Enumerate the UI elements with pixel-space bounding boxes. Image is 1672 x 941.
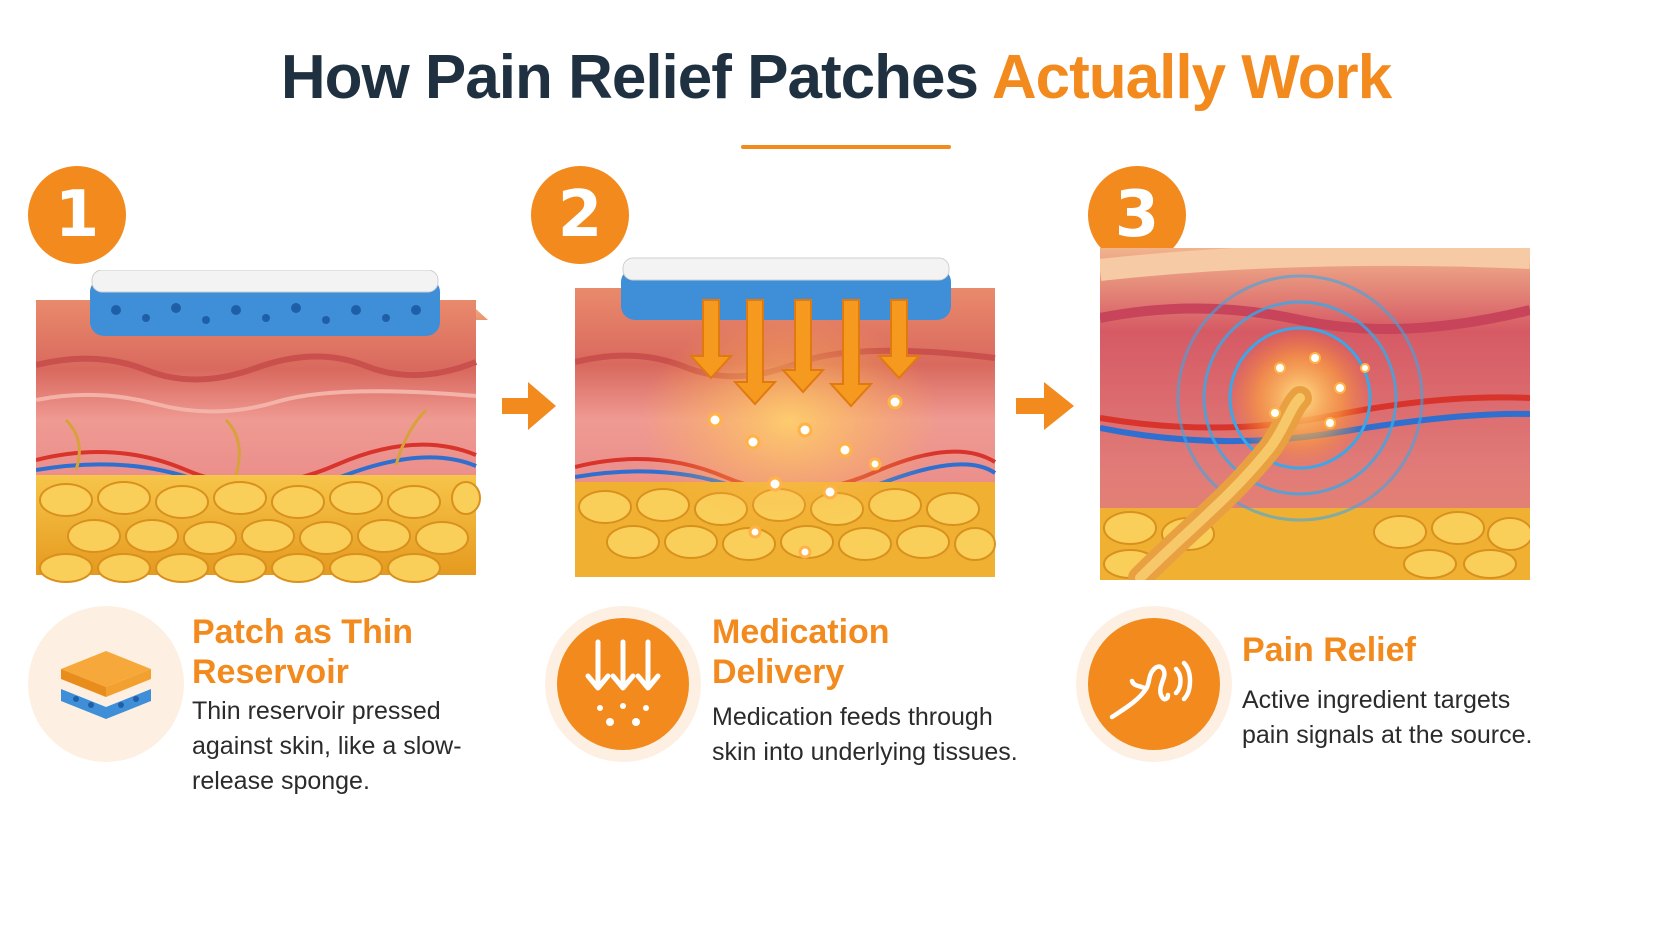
- step-1-heading: Patch as Thin Reservoir: [192, 613, 414, 691]
- step-1-description: Thin reservoir pressed against skin, lik…: [192, 697, 462, 795]
- step-3-description: Active ingredient targets pain signals a…: [1242, 686, 1533, 749]
- nerve-signal-icon: [1109, 660, 1193, 720]
- pain-relief-nerve-illustration: [1100, 248, 1530, 580]
- nerve-signal-icon-bg: [1088, 618, 1220, 750]
- down-arrows-icon: [585, 639, 661, 726]
- step-2-badge: 2: [531, 166, 629, 264]
- title-part-2: Actually Work: [991, 43, 1392, 112]
- step-1-badge: 1: [28, 166, 126, 264]
- next-step-arrow-2: [1016, 382, 1074, 430]
- title-part-1: How Pain Relief Patches: [280, 43, 979, 112]
- title-underline: [741, 145, 951, 149]
- page-title: How Pain Relief Patches Actually Work: [0, 42, 1672, 113]
- nerve-signal-icon-circle: [1076, 606, 1232, 762]
- step-3-badge: 3: [1088, 166, 1186, 264]
- next-step-arrow-1: [502, 382, 556, 430]
- step-2-description: Medication feeds through skin into under…: [712, 703, 1018, 766]
- down-arrows-icon-bg: [557, 618, 689, 750]
- down-arrows-icon-circle: [545, 606, 701, 762]
- step-3-heading: Pain Relief: [1242, 631, 1416, 669]
- sponge-icon-circle: [28, 606, 184, 762]
- skin-block-with-patch-illustration: [36, 270, 488, 583]
- step-2-heading: Medication Delivery: [712, 613, 890, 691]
- medication-delivery-illustration: [575, 257, 997, 577]
- sponge-icon: [61, 651, 151, 719]
